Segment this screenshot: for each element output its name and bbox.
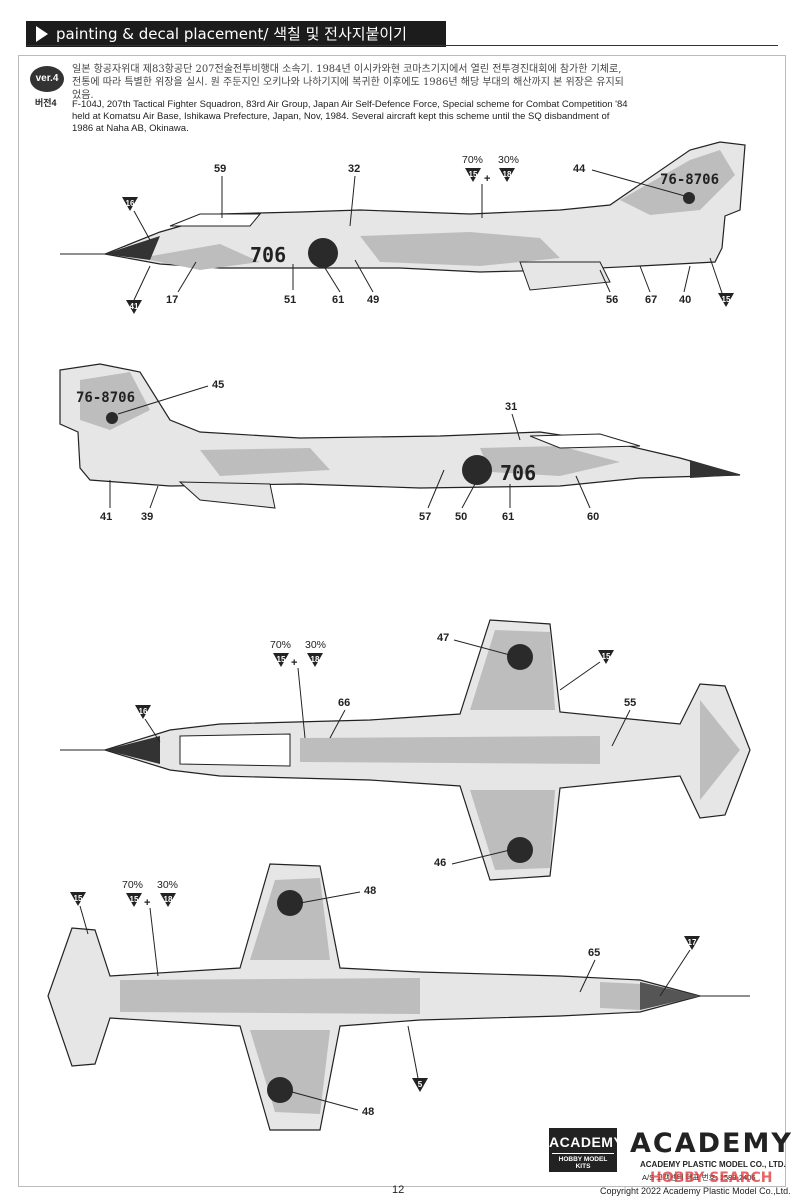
callout-50: 50 — [455, 511, 467, 523]
callout-48b: 48 — [362, 1106, 374, 1118]
logo-box-line2: HOBBY MODEL KITS — [552, 1153, 614, 1170]
code-17-bottom: 17 — [688, 938, 697, 947]
version-badge: ver.4 — [30, 66, 64, 92]
header-rule — [26, 45, 778, 46]
logo-box-line1: ACADEMY — [549, 1134, 624, 1150]
header-bar — [26, 21, 446, 47]
callout-59: 59 — [214, 163, 226, 175]
mix-plus-1: + — [484, 173, 490, 185]
callout-41b: 41 — [100, 511, 112, 523]
code-16-top: 16 — [139, 707, 148, 716]
mix-pct-a-2: 70% — [270, 639, 291, 651]
hobby-search-watermark: HOBBY SEARCH — [650, 1170, 773, 1186]
callout-41a: 40 — [679, 294, 691, 306]
side-right-nose-number: 706 — [500, 461, 536, 485]
description-english: F-104J, 207th Tactical Fighter Squadron,… — [72, 99, 628, 134]
side-left-nose-number: 706 — [250, 243, 286, 267]
bottom-view-callouts: 48 15 65 17 5 48 70% 30% 15 + 18 — [70, 879, 700, 1118]
mix-plus-2: + — [291, 657, 297, 669]
side-view-left: 706 76-8706 — [60, 141, 746, 291]
callout-49: 61 — [332, 294, 344, 306]
code-17-side-left: 41 — [130, 302, 139, 311]
customer-service: A/S 고객센터 대표 번호: 1588-2406 — [642, 1173, 756, 1182]
mix-code-a-2: 15 — [277, 655, 286, 664]
callout-32: 32 — [348, 163, 360, 175]
mix-code-b-1: 18 — [503, 170, 512, 179]
page-number: 12 — [392, 1184, 405, 1196]
mix-pct-b-3: 30% — [157, 879, 178, 891]
code-15-top: 15 — [602, 652, 611, 661]
bottom-view — [47, 863, 750, 1131]
callout-45: 45 — [212, 379, 224, 391]
mix-plus-3: + — [144, 897, 150, 909]
callout-60: 60 — [587, 511, 599, 523]
code-15-side-left: 15 — [722, 295, 731, 304]
side-right-callouts: 45 31 41 39 57 50 61 60 — [100, 379, 599, 523]
mix-code-a-3: 15 — [130, 895, 139, 904]
mix-code-b-3: 18 — [164, 895, 173, 904]
mix-pct-b-2: 30% — [305, 639, 326, 651]
mix-code-b-2: 18 — [311, 655, 320, 664]
top-view-callouts: 47 15 16 66 55 46 70% 30% 15 + 18 — [135, 632, 636, 869]
academy-box-logo: ACADEMY HOBBY MODEL KITS — [549, 1128, 624, 1172]
mix-pct-a-3: 70% — [122, 879, 143, 891]
academy-wordmark: ACADEMY — [630, 1128, 793, 1159]
mix-code-a-1: 15 — [469, 170, 478, 179]
callout-61b: 61 — [502, 511, 514, 523]
callout-48a: 48 — [364, 885, 376, 897]
mix-pct-b-1: 30% — [498, 154, 519, 166]
callout-31: 31 — [505, 401, 517, 413]
side-left-tail-number: 76-8706 — [660, 172, 719, 188]
company-name: ACADEMY PLASTIC MODEL CO., LTD. — [640, 1160, 786, 1169]
callout-51: 17 — [166, 294, 178, 306]
version-label: 버전4 — [35, 98, 57, 108]
page-frame — [18, 55, 786, 1187]
callout-40: 67 — [645, 294, 657, 306]
top-view — [60, 619, 751, 881]
mix-pct-a-1: 70% — [462, 154, 483, 166]
callout-56: 49 — [367, 294, 379, 306]
callout-67: 56 — [606, 294, 618, 306]
callout-65: 65 — [588, 947, 600, 959]
callout-66: 66 — [338, 697, 350, 709]
header-arrow-icon — [36, 26, 48, 42]
code-15-bottom: 15 — [74, 894, 83, 903]
code-16-side-left: 16 — [126, 199, 135, 208]
callout-47: 47 — [437, 632, 449, 644]
code-5-bottom: 5 — [418, 1080, 423, 1089]
callout-39: 39 — [141, 511, 153, 523]
callout-46: 46 — [434, 857, 446, 869]
page-title: painting & decal placement/ 색칠 및 전사지붙이기 — [56, 25, 407, 43]
side-view-right: 706 76-8706 — [59, 363, 741, 509]
copyright: Copyright 2022 Academy Plastic Model Co.… — [600, 1186, 791, 1196]
callout-57: 57 — [419, 511, 431, 523]
callout-55: 55 — [624, 697, 636, 709]
callout-61a: 51 — [284, 294, 296, 306]
description-korean: 일본 항공자위대 제83항공단 207전술전투비행대 소속기. 1984년 이시… — [72, 64, 624, 101]
side-right-tail-number: 76-8706 — [76, 390, 135, 406]
side-left-callouts: 59 32 44 17 51 61 49 56 67 40 16 41 15 7… — [122, 154, 734, 314]
callout-44: 44 — [573, 163, 586, 175]
